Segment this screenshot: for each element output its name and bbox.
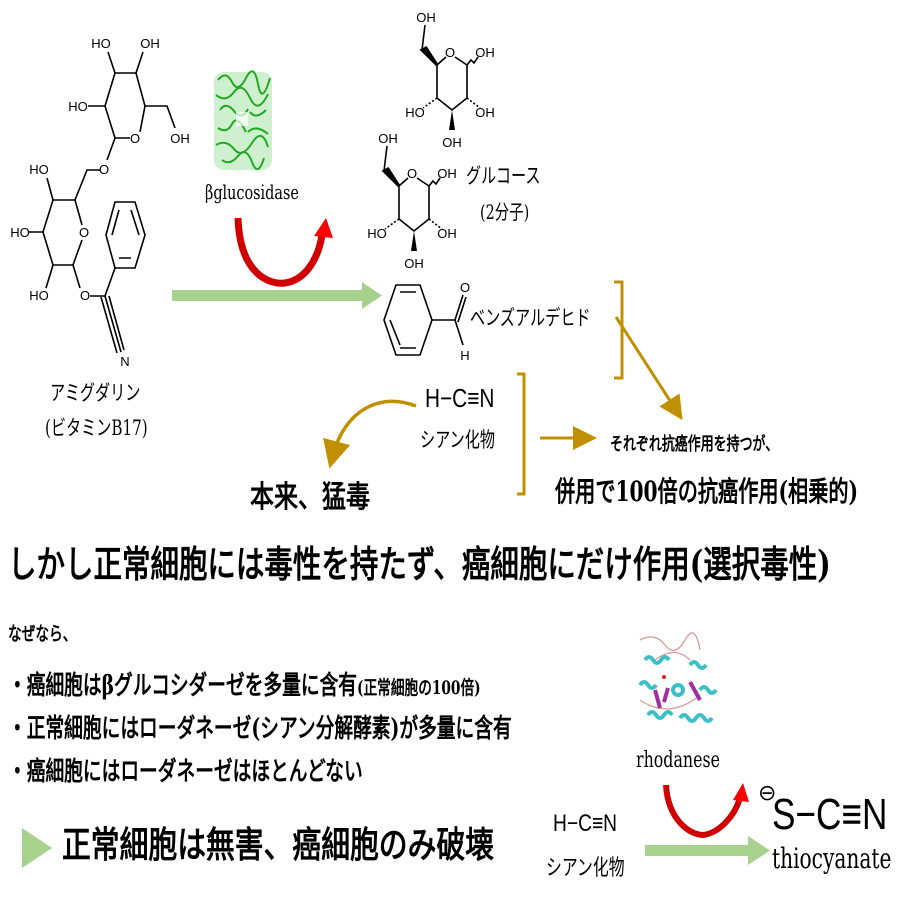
glucose-a-atom-label: OH xyxy=(416,10,436,25)
reaction-arrow-main xyxy=(172,282,382,309)
glucose-a-atom-label: OH xyxy=(442,135,462,150)
conclusion-triangle-icon xyxy=(22,828,52,868)
reason-bullet-1: ・癌細胞はβグルコシダーゼを多量に含有(正常細胞の100倍) xyxy=(8,673,481,699)
reason-intro: なぜなら、 xyxy=(8,623,77,645)
rhodanese-protein-icon xyxy=(638,632,718,723)
cyanide2-formula: H−C≡N xyxy=(553,810,618,837)
amygdalin-atom-label: O xyxy=(99,162,109,177)
enzyme-curved-arrow-2 xyxy=(663,783,749,839)
benzaldehyde-atom-label: H xyxy=(460,348,469,363)
glucose-structure-a xyxy=(419,24,481,130)
toxic-label: 本来、猛毒 xyxy=(250,480,370,515)
rhodanese-label: rhodanese xyxy=(636,748,720,773)
thiocyanate-charge: ⊖ xyxy=(758,780,777,805)
amygdalin-name: アミグダリン xyxy=(50,381,141,405)
amygdalin-atom-label: O xyxy=(79,225,89,240)
amygdalin-atom-label: HO xyxy=(29,162,49,177)
amygdalin-atom-label: HO xyxy=(68,99,88,114)
glucose-b-atom-label: HO xyxy=(367,226,387,241)
amygdalin-atom-label: O xyxy=(80,288,90,303)
glucose-b-atom-label: OH xyxy=(378,131,398,146)
arrow-to-toxic xyxy=(323,399,417,469)
cyanide-formula: H−C≡N xyxy=(425,383,495,413)
reason-bullet-2: ・正常細胞にはローダネーゼ(シアン分解酵素)が多量に含有 xyxy=(8,714,512,744)
cyanide2-name: シアン化物 xyxy=(546,856,625,881)
benzaldehyde-atom-label: O xyxy=(460,280,470,295)
glucose-b-atom-label: OH xyxy=(437,226,457,241)
reason-bullet-1-text: ・癌細胞はβグルコシダーゼを多量に含有 xyxy=(8,671,358,701)
glucose-b-atom-label: OH xyxy=(437,166,457,181)
glucose-b-atom-label: O xyxy=(407,166,417,181)
amygdalin-atom-label: HO xyxy=(10,225,30,240)
glucose-a-atom-label: OH xyxy=(475,45,495,60)
glucose-b-atom-label: OH xyxy=(404,256,424,271)
benzaldehyde-structure xyxy=(383,284,467,356)
reason-bullet-3: ・癌細胞にはローダネーゼはほとんどない xyxy=(8,757,363,787)
beta-glucosidase-protein-icon xyxy=(214,70,272,170)
amygdalin-atom-label: HO xyxy=(91,36,111,51)
glucose-a-atom-label: OH xyxy=(475,105,495,120)
conclusion-text: 正常細胞は無害、癌細胞のみ破壊 xyxy=(62,824,495,866)
thiocyanate-name: thiocyanate xyxy=(772,842,892,875)
glucose-structure-b xyxy=(381,145,443,251)
arrow-to-synergy-diagonal xyxy=(614,316,683,421)
glucose-name: グルコース xyxy=(466,164,541,188)
amygdalin-alias: (ビタミンB17) xyxy=(45,416,148,440)
amygdalin-atom-label: OH xyxy=(170,131,190,146)
amygdalin-atom-label: O xyxy=(130,131,140,146)
cyanide-name: シアン化物 xyxy=(420,428,496,452)
headline: しかし正常細胞には毒性を持たず、癌細胞にだけ作用(選択毒性) xyxy=(8,542,831,586)
amygdalin-atom-label: N xyxy=(120,354,129,369)
synergy-line-2: 併用で100倍の抗癌作用(相乗的) xyxy=(555,475,859,508)
synergy-line-1: それぞれ抗癌作用を持つが、 xyxy=(610,434,779,455)
bracket-products xyxy=(614,280,624,380)
bracket-cyanide xyxy=(517,372,526,496)
glucose-count: (2分子) xyxy=(480,200,530,224)
amygdalin-atom-label: HO xyxy=(29,288,49,303)
beta-glucosidase-label: βglucosidase xyxy=(205,180,299,204)
glucose-a-atom-label: O xyxy=(445,45,455,60)
thiocyanate-formula: S−C≡N xyxy=(772,790,888,839)
glucose-a-atom-label: HO xyxy=(405,105,425,120)
reaction-arrow-rhodanese xyxy=(645,836,770,865)
benzaldehyde-name: ベンズアルデヒド xyxy=(470,306,591,330)
enzyme-curved-arrow-1 xyxy=(234,217,333,287)
amygdalin-structure xyxy=(28,51,176,354)
reason-bullet-1-note: (正常細胞の100倍) xyxy=(357,677,481,699)
amygdalin-atom-label: OH xyxy=(140,36,160,51)
